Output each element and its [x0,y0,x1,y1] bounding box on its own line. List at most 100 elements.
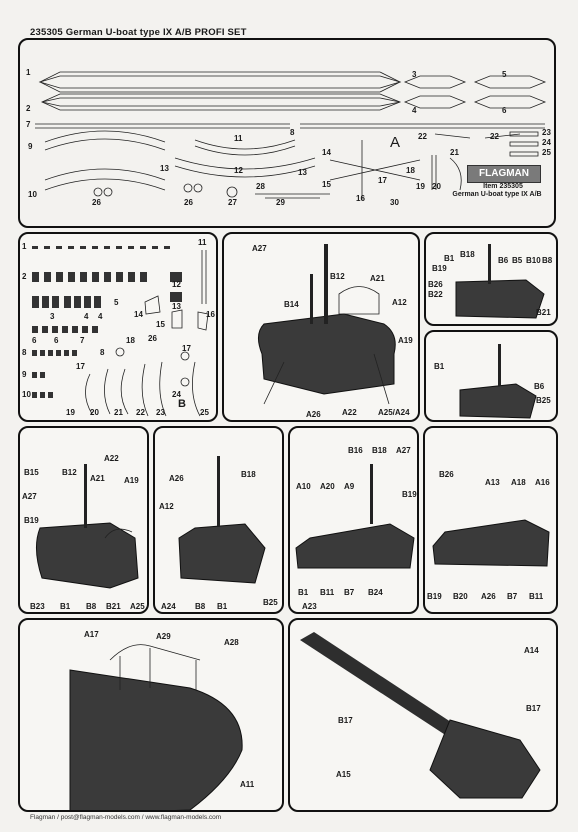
part-label: 26 [184,198,193,207]
tower-detail-drawing [455,244,545,319]
tower-detail-drawing [459,344,537,419]
tower-view-panel-3: B16 B18 A27 A10 A20 A9 B19 B1 B11 B7 A23… [288,426,419,614]
bow-detail-panel: A17 A29 A28 A11 [18,618,284,812]
part-label: B7 [507,592,518,601]
part-label: B19 [432,264,447,273]
part-label: A9 [344,482,355,491]
part-label: 16 [356,194,365,203]
part-label: 14 [134,310,143,319]
part-label: B21 [536,308,551,317]
part-label: 22 [418,132,427,141]
part-label: 4 [98,312,103,321]
part-label: 13 [298,168,307,177]
part-label: 6 [54,336,59,345]
deck-gun-drawing [300,632,541,799]
part-label: B25 [263,598,278,607]
part-label: B19 [402,490,417,499]
part-label: A21 [370,274,385,283]
tower-view-panel-2: A26 B18 A12 A24 B8 B1 B25 [153,426,284,614]
part-label: A13 [485,478,500,487]
part-label: B1 [434,362,445,371]
part-label: B12 [330,272,345,281]
part-label: A10 [296,482,311,491]
part-label: A25/A24 [378,408,410,417]
part-label: B1 [444,254,455,263]
part-label: 21 [114,408,123,417]
part-label: 15 [156,320,165,329]
part-label: A24 [161,602,176,611]
part-label: 8 [290,128,295,137]
part-label: A22 [342,408,357,417]
part-label: 2 [22,272,27,281]
deck-gun-panel: A14 B17 B17 A15 [288,618,558,812]
part-label: B25 [536,396,551,405]
part-label: B16 [348,446,363,455]
part-label: 19 [66,408,75,417]
part-label: B6 [498,256,509,265]
part-label: 19 [416,182,425,191]
part-label: A18 [511,478,526,487]
part-label: 23 [156,408,165,417]
part-label: B1 [60,602,71,611]
part-label: 17 [182,344,191,353]
part-label: 4 [84,312,89,321]
part-label: 4 [412,106,417,115]
part-label: A26 [481,592,496,601]
part-label: 5 [114,298,119,307]
part-label: 8 [22,348,27,357]
part-label: 23 [542,128,551,137]
part-label: A14 [524,646,539,655]
part-label: A29 [156,632,171,641]
part-label: A22 [104,454,119,463]
part-label: 11 [234,134,243,143]
part-label: 27 [228,198,237,207]
part-label: B1 [298,588,309,597]
part-label: 17 [76,362,85,371]
part-label: 30 [390,198,399,207]
conning-tower-main-panel: A27 B12 A21 B14 A12 A19 A26 A22 A25/A24 [222,232,420,422]
part-label: B18 [372,446,387,455]
part-label: A19 [124,476,139,485]
brand-logo: FLAGMAN [467,165,541,183]
part-label: 12 [234,166,243,175]
part-label: A21 [90,474,105,483]
tower-detail-panel-b: B1 B18 B6 B5 B10 B8 B19 B26 B22 B21 [424,232,558,326]
part-label: 20 [90,408,99,417]
part-label: A25 [130,602,145,611]
part-label: 18 [126,336,135,345]
part-label: A [390,134,401,151]
part-label: B5 [512,256,523,265]
item-subtitle: German U-boat type IX A/B [452,191,542,198]
etch-parts-drawing [35,71,547,200]
part-label: B19 [427,592,442,601]
part-label: A28 [224,638,239,647]
fret-parts-drawing [32,246,209,417]
part-label: 3 [412,70,417,79]
part-label: A26 [169,474,184,483]
part-label: 24 [172,390,181,399]
part-label: B10 [526,256,541,265]
tower-view-panel-1: A22 B15 B12 A21 A19 A27 B19 B23 B1 B8 B2… [18,426,149,614]
part-label: B22 [428,290,443,299]
part-label: 25 [200,408,209,417]
part-label: B26 [439,470,454,479]
part-label: 21 [450,148,459,157]
part-label: A20 [320,482,335,491]
part-label: B21 [106,602,121,611]
tower-view-drawing [295,464,415,569]
part-label: 14 [322,148,331,157]
part-label: B26 [428,280,443,289]
bow-detail-drawing [69,644,243,810]
page-title: 235305 German U-boat type IX A/B PROFI S… [30,27,247,38]
part-label: B7 [344,588,355,597]
etch-sheet-overview: 1 2 3 4 5 6 7 8 9 10 11 12 13 13 14 15 1… [18,38,556,228]
part-label: B11 [529,592,544,601]
part-label: A12 [159,502,174,511]
part-label: 20 [432,182,441,191]
part-label: 22 [136,408,145,417]
fret-parts-panel: 1 11 2 12 13 3 4 4 5 14 15 16 6 6 7 18 2… [18,232,218,422]
part-label: A12 [392,298,407,307]
part-label: B17 [338,716,353,725]
part-label: A16 [535,478,550,487]
part-label: A23 [302,602,317,611]
